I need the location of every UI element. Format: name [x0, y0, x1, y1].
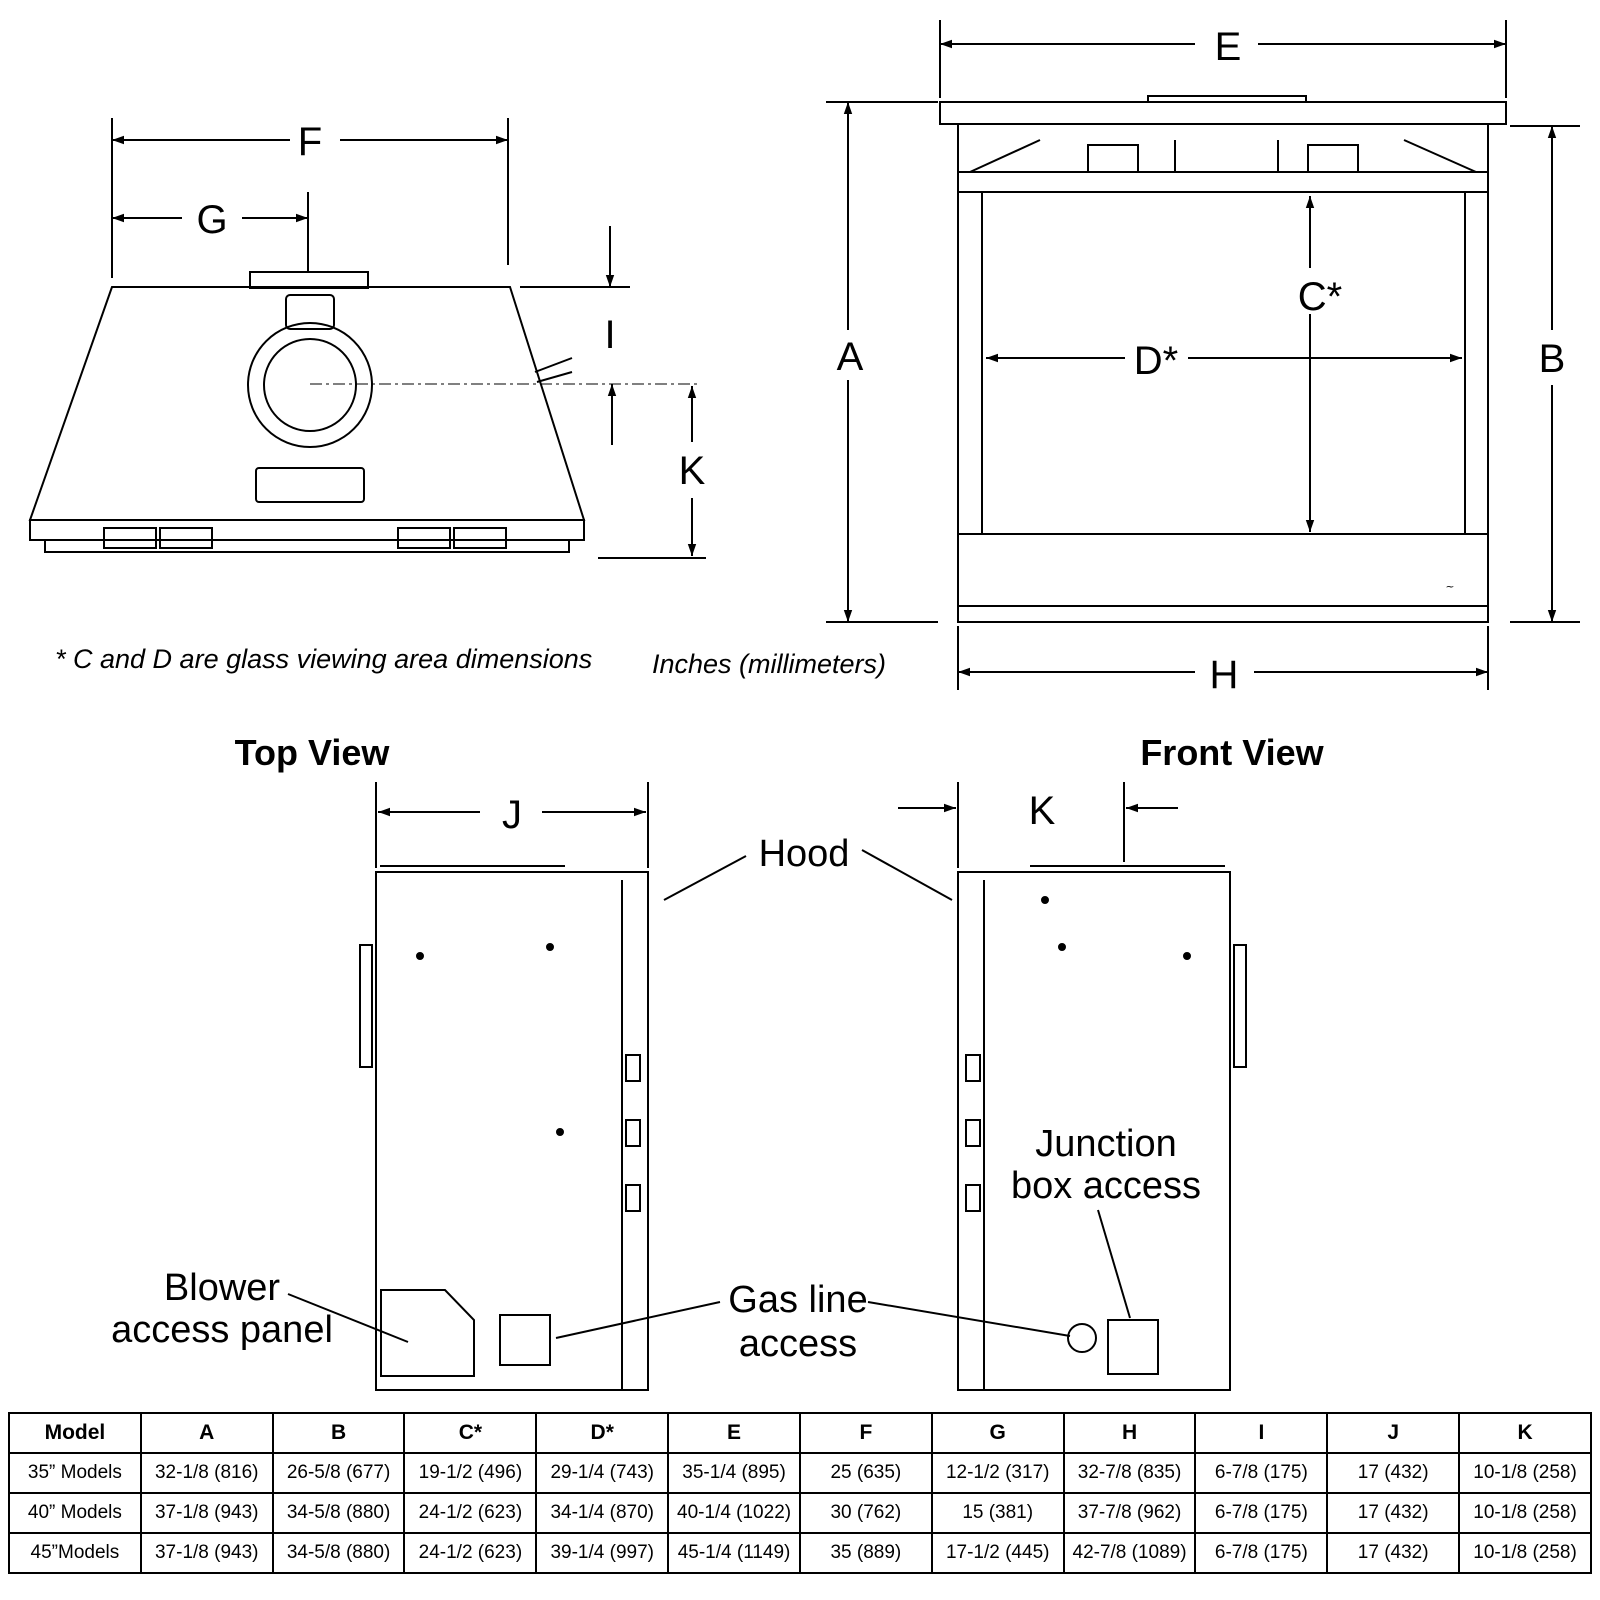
table-cell: 12-1/2 (317): [930, 1452, 1065, 1494]
blower-leader-line: [287, 1293, 409, 1343]
table-cell: 42-7/8 (1089): [1062, 1532, 1197, 1574]
table-cell: 19-1/2 (496): [403, 1452, 538, 1494]
right-side-view-drawing: [957, 865, 1247, 1391]
table-cell: 35-1/4 (895): [667, 1452, 801, 1494]
dimension-e-label: E: [1215, 25, 1242, 69]
gas-line-leader-lines: [555, 1301, 1071, 1339]
table-cell: 34-1/4 (870): [535, 1492, 670, 1534]
top-view-drawing: [28, 271, 586, 553]
dimension-f-label: F: [298, 120, 322, 164]
dimension-c-label: C*: [1298, 275, 1342, 319]
table-cell: 24-1/2 (623): [403, 1532, 538, 1574]
dimension-h: [957, 626, 1489, 690]
table-cell: 26-5/8 (677): [271, 1452, 406, 1494]
dimension-k-side-label: K: [1029, 789, 1056, 833]
table-cell: 37-1/8 (943): [139, 1532, 274, 1574]
table-cell: 24-1/2 (623): [403, 1492, 538, 1534]
table-row: 45”Models 37-1/8 (943) 34-5/8 (880) 24-1…: [8, 1532, 1592, 1574]
table-header-cell: I: [1194, 1412, 1329, 1454]
table-cell: 32-1/8 (816): [139, 1452, 274, 1494]
table-cell: 6-7/8 (175): [1194, 1492, 1329, 1534]
dimension-d-label: D*: [1134, 339, 1178, 383]
hood-leader-lines: [663, 849, 953, 901]
table-cell: 37-7/8 (962): [1062, 1492, 1197, 1534]
table-header-cell: J: [1326, 1412, 1461, 1454]
table-cell: 6-7/8 (175): [1194, 1452, 1329, 1494]
table-row: 40” Models 37-1/8 (943) 34-5/8 (880) 24-…: [8, 1492, 1592, 1534]
glass-area-note: * C and D are glass viewing area dimensi…: [55, 644, 592, 674]
table-row: 35” Models 32-1/8 (816) 26-5/8 (677) 19-…: [8, 1452, 1592, 1494]
table-cell: 10-1/8 (258): [1458, 1492, 1592, 1534]
dimension-a: [826, 101, 938, 623]
brand-logo: ~: [1445, 580, 1454, 593]
blower-callout-line1: Blower: [164, 1267, 280, 1309]
table-cell: 29-1/4 (743): [535, 1452, 670, 1494]
table-cell: 45-1/4 (1149): [667, 1532, 801, 1574]
table-cell: 17 (432): [1326, 1532, 1461, 1574]
table-cell: 30 (762): [798, 1492, 933, 1534]
dimension-a-label: A: [837, 335, 864, 379]
table-cell: 17 (432): [1326, 1492, 1461, 1534]
table-cell: 15 (381): [930, 1492, 1065, 1534]
table-cell: 17-1/2 (445): [930, 1532, 1065, 1574]
table-header-cell: A: [139, 1412, 274, 1454]
dimension-b: [1510, 125, 1580, 623]
dimension-g-label: G: [196, 198, 227, 242]
table-header-cell: E: [667, 1412, 801, 1454]
left-side-view-drawing: [359, 865, 649, 1391]
table-cell: 35 (889): [798, 1532, 933, 1574]
dimensions-table: Model A B C* D* E F G H I J K 35” Models…: [8, 1412, 1592, 1574]
table-header-cell: D*: [535, 1412, 670, 1454]
dimension-e: [939, 20, 1507, 98]
hood-callout: Hood: [759, 833, 850, 875]
table-cell: 17 (432): [1326, 1452, 1461, 1494]
table-cell: 10-1/8 (258): [1458, 1452, 1592, 1494]
units-note: Inches (millimeters): [652, 649, 886, 679]
gas-line-callout-line2: access: [739, 1323, 857, 1365]
table-cell: 35” Models: [8, 1452, 142, 1494]
table-header-row: Model A B C* D* E F G H I J K: [8, 1412, 1592, 1454]
table-cell: 32-7/8 (835): [1062, 1452, 1197, 1494]
top-view-title: Top View: [235, 732, 391, 773]
dimension-i-label: I: [604, 313, 615, 357]
dimension-b-label: B: [1539, 337, 1566, 381]
junction-box-callout-line2: box access: [1011, 1165, 1201, 1207]
table-cell: 34-5/8 (880): [271, 1492, 406, 1534]
table-cell: 40” Models: [8, 1492, 142, 1534]
table-cell: 37-1/8 (943): [139, 1492, 274, 1534]
dimension-f: [111, 118, 509, 278]
table-header-cell: G: [930, 1412, 1065, 1454]
table-header-cell: C*: [403, 1412, 538, 1454]
dimension-k-top-label: K: [679, 449, 706, 493]
table-cell: 10-1/8 (258): [1458, 1532, 1592, 1574]
table-header-cell: H: [1062, 1412, 1197, 1454]
table-cell: 39-1/4 (997): [535, 1532, 670, 1574]
table-header-cell: K: [1458, 1412, 1592, 1454]
dimension-j: [375, 782, 649, 868]
front-view-title: Front View: [1140, 732, 1324, 773]
table-cell: 25 (635): [798, 1452, 933, 1494]
blower-callout-line2: access panel: [111, 1309, 333, 1351]
dimension-j-label: J: [502, 793, 522, 837]
table-cell: 45”Models: [8, 1532, 142, 1574]
table-header-cell: Model: [8, 1412, 142, 1454]
junction-box-leader-line: [1097, 1209, 1131, 1319]
front-view-drawing: [939, 95, 1507, 623]
dimension-k-top: [598, 386, 706, 559]
dimension-h-label: H: [1210, 653, 1239, 697]
dimension-k-side: [898, 782, 1178, 868]
dimension-g: [112, 192, 309, 272]
table-cell: 34-5/8 (880): [271, 1532, 406, 1574]
table-header-cell: B: [271, 1412, 406, 1454]
gas-line-callout-line1: Gas line: [728, 1279, 867, 1321]
table-header-cell: F: [798, 1412, 933, 1454]
junction-box-callout-line1: Junction: [1035, 1123, 1177, 1165]
dimension-i: [520, 226, 630, 445]
table-cell: 6-7/8 (175): [1194, 1532, 1329, 1574]
table-cell: 40-1/4 (1022): [667, 1492, 801, 1534]
dimension-diagram: F G I K * C and D are glass viewing area…: [28, 20, 1580, 1391]
